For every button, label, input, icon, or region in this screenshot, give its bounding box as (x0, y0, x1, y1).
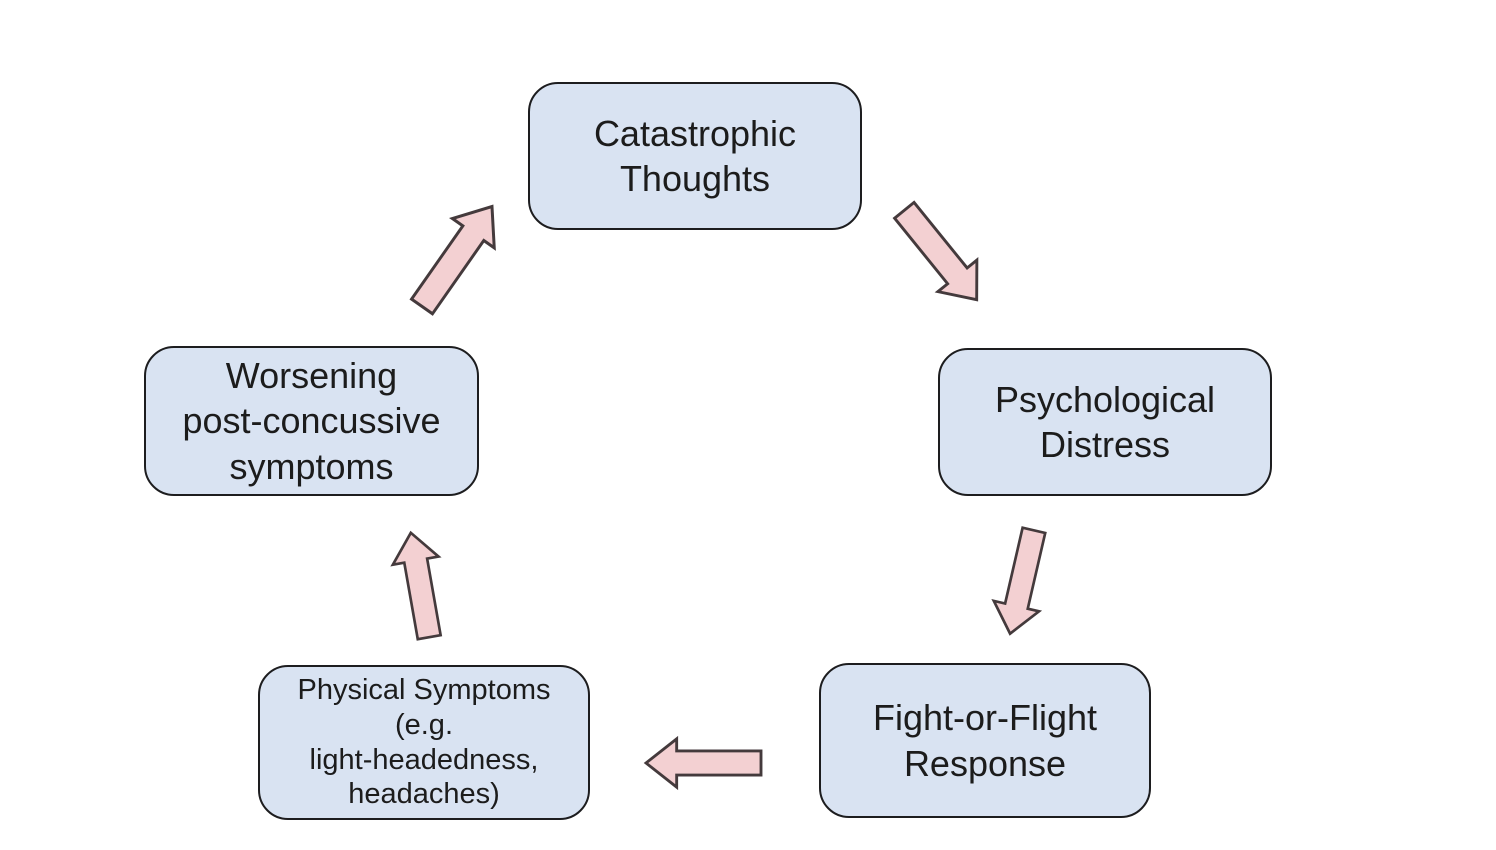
node-fight-or-flight-response-label: Fight-or-Flight Response (872, 697, 1098, 784)
node-fight-or-flight-response: Fight-or-Flight Response (819, 663, 1151, 818)
node-worsening-post-concussive-symptoms-label: Worsening post-concussive symptoms (182, 354, 441, 487)
node-catastrophic-thoughts-label: Catastrophic Thoughts (593, 112, 797, 199)
arrow-catastrophic-to-psychological (892, 200, 979, 302)
node-physical-symptoms: Physical Symptoms (e.g. light-headedness… (258, 665, 590, 820)
node-worsening-post-concussive-symptoms: Worsening post-concussive symptoms (144, 346, 479, 496)
arrow-psychological-to-fight-or-flight (991, 526, 1047, 636)
arrow-physical-to-worsening (390, 530, 443, 641)
arrow-worsening-to-catastrophic (409, 204, 496, 316)
node-catastrophic-thoughts: Catastrophic Thoughts (528, 82, 862, 230)
node-psychological-distress-label: Psychological Distress (994, 378, 1216, 465)
node-physical-symptoms-label: Physical Symptoms (e.g. light-headedness… (297, 673, 551, 811)
arrow-fight-or-flight-to-physical (643, 735, 763, 791)
node-psychological-distress: Psychological Distress (938, 348, 1272, 496)
